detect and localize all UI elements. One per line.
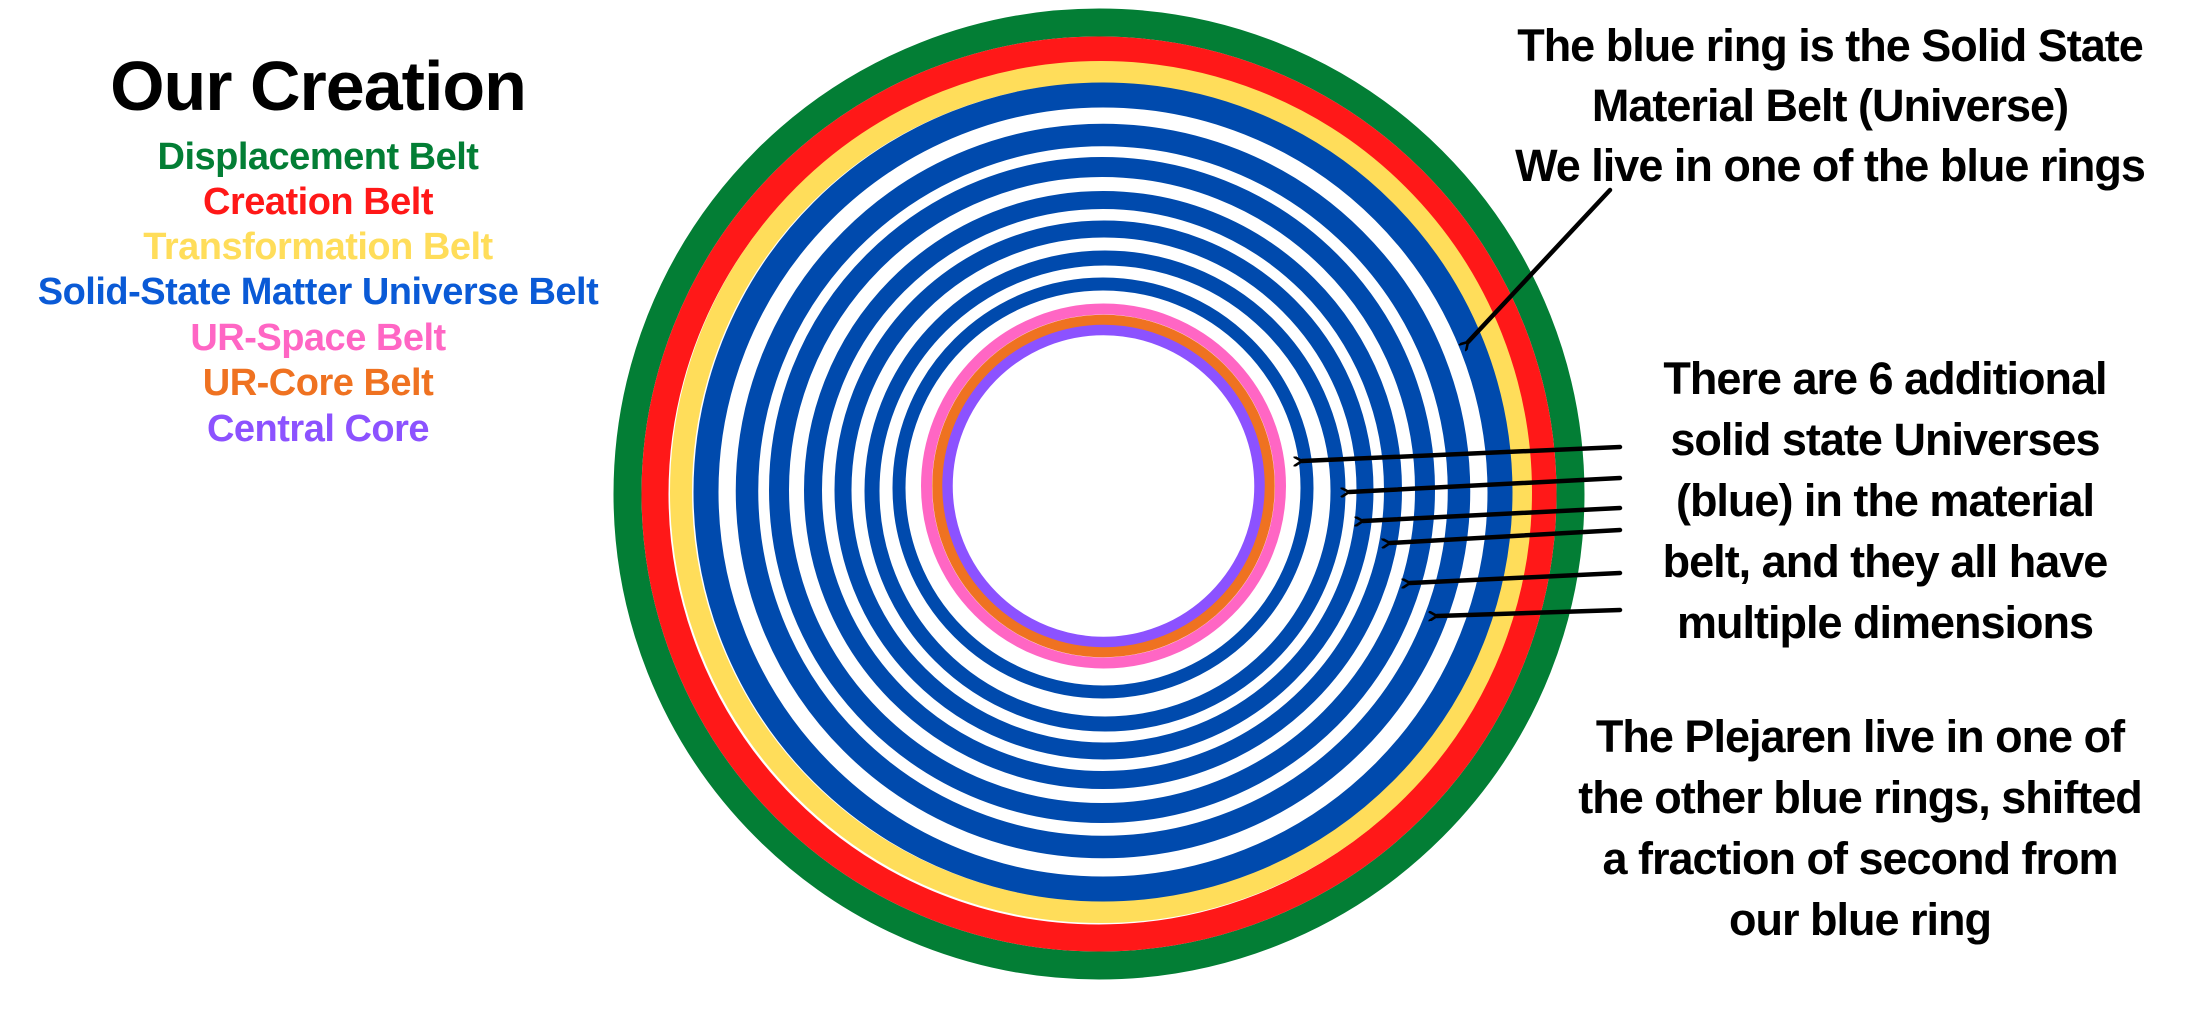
note-line: a fraction of second from (1602, 833, 2118, 884)
solid-state-universe-2-ring (735, 123, 1471, 859)
note-line: the other blue rings, shifted (1578, 772, 2143, 823)
note-blue-ring: The blue ring is the Solid State Materia… (1480, 16, 2180, 196)
central-core-ring (942, 324, 1265, 648)
creation-belt-ring (641, 36, 1557, 952)
concentric-belts (613, 8, 1585, 980)
solid-state-universe-6-ring (864, 250, 1346, 732)
note-line: The Plejaren live in one of (1595, 711, 2125, 762)
legend-title: Our Creation (110, 47, 527, 125)
displacement-belt-ring (613, 8, 1585, 980)
note-line: solid state Universes (1670, 414, 2100, 465)
solid-state-universe-7-ring (892, 277, 1314, 699)
arrow-universe-5-icon (1410, 570, 1623, 583)
arrow-universe-1-icon (1302, 444, 1623, 461)
note-line: Material Belt (Universe) (1591, 80, 2069, 131)
arrow-universe-3-icon (1363, 505, 1623, 521)
note-additional-universes: There are 6 additional solid state Unive… (1620, 348, 2150, 653)
note-line: multiple dimensions (1676, 597, 2094, 648)
note-line: belt, and they all have (1662, 536, 2109, 587)
ur-core-belt-ring (932, 314, 1275, 658)
legend-item-ur-space-belt: UR-Space Belt (190, 317, 446, 359)
legend-item-transformation-belt: Transformation Belt (143, 226, 493, 268)
legend-item-creation-belt: Creation Belt (203, 181, 433, 223)
arrow-universe-2-icon (1349, 475, 1623, 492)
legend-item-central-core: Central Core (206, 408, 430, 450)
note-line: There are 6 additional (1663, 353, 2107, 404)
legend-item-solid-state-belt: Solid-State Matter Universe Belt (37, 271, 599, 313)
note-line: The blue ring is the Solid State (1517, 20, 2144, 71)
ur-space-belt-ring (921, 303, 1286, 669)
transformation-belt-ring (670, 61, 1532, 923)
note-line: (blue) in the material (1675, 475, 2095, 526)
note-plejaren: The Plejaren live in one of the other bl… (1540, 706, 2180, 950)
arrow-our-ring-icon (1468, 187, 1613, 342)
arrow-universe-4-icon (1390, 527, 1623, 543)
note-line: We live in one of the blue rings (1515, 140, 2146, 191)
arrow-universe-6-icon (1437, 607, 1623, 616)
legend-item-displacement-belt: Displacement Belt (157, 136, 479, 178)
annotation-arrows (1302, 187, 1623, 616)
legend-item-ur-core-belt: UR-Core Belt (202, 362, 434, 404)
solid-state-universe-1-ring (693, 82, 1513, 902)
note-line: our blue ring (1729, 894, 1992, 945)
